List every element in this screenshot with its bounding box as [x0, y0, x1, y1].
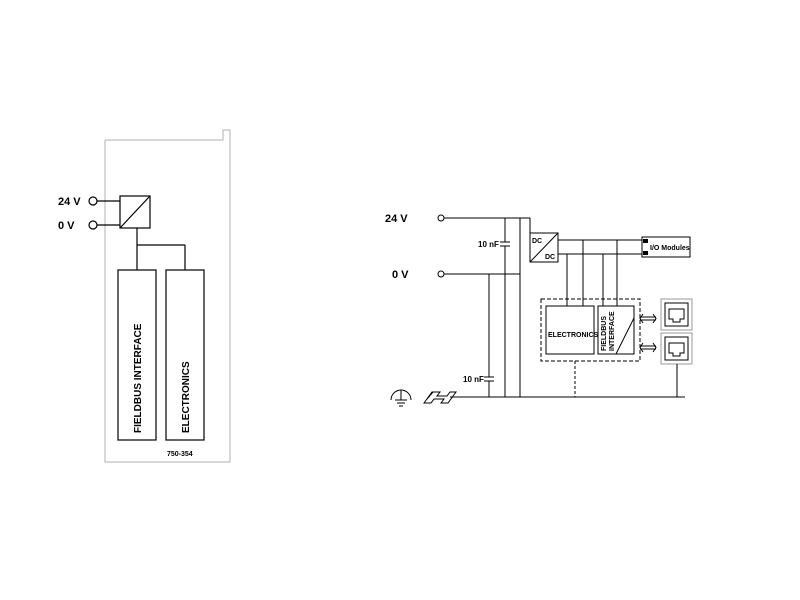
- dcdc-diagonal: [529, 232, 559, 263]
- io-modules-label: I/O Modules: [650, 245, 690, 252]
- terminal-24v-contact: [88, 196, 98, 206]
- io-modules-box: [641, 236, 691, 258]
- dcdc-out-label: DC: [545, 254, 555, 261]
- fieldbus-port-arrow-1: [639, 313, 657, 324]
- din-rail-icon: [423, 391, 457, 404]
- cap-top-label: 10 nF: [478, 240, 499, 249]
- right-terminal-0v-label: 0 V: [392, 269, 409, 281]
- internal-enclosure: [540, 298, 641, 362]
- right-circuit-diagram: 24 V 0 V 10 nF 10 nF DC DC: [385, 213, 693, 407]
- fieldbus-block-diagonal: [615, 317, 635, 355]
- io-connector-bottom: [643, 251, 648, 255]
- fieldbus-interface-label: FIELDBUS INTERFACE: [133, 323, 144, 433]
- dcdc-in-label: DC: [532, 238, 542, 245]
- right-terminal-24v-label: 24 V: [385, 213, 408, 225]
- right-fieldbus-label-line2: INTERFACE: [609, 311, 616, 351]
- right-electronics-block: [545, 305, 595, 355]
- right-fieldbus-label-line1: FIELDBUS: [601, 316, 608, 351]
- fieldbus-interface-block: [117, 269, 157, 441]
- io-connector-top: [643, 239, 648, 243]
- right-electronics-label: ELECTRONICS: [548, 332, 599, 339]
- ground-icon: [390, 389, 412, 407]
- left-module-diagram: 24 V 0 V FIELDBUS INTERFACE ELECTRONICS …: [58, 129, 231, 463]
- left-terminal-24v-label: 24 V: [58, 196, 81, 208]
- electronics-block: [165, 269, 205, 441]
- cap-bottom-label: 10 nF: [463, 375, 484, 384]
- part-number: 750-354: [167, 451, 193, 458]
- electronics-label: ELECTRONICS: [181, 361, 192, 433]
- rj45-port-icon: [660, 298, 693, 331]
- converter-diagonal: [119, 195, 151, 229]
- terminal-0v-contact: [88, 220, 98, 230]
- left-terminal-0v-label: 0 V: [58, 220, 75, 232]
- right-terminal-0v-contact: [437, 270, 445, 278]
- module-housing: [104, 129, 231, 463]
- fieldbus-port-arrow-2: [639, 342, 657, 353]
- right-terminal-24v-contact: [437, 214, 445, 222]
- rj45-port-icon: [660, 332, 693, 365]
